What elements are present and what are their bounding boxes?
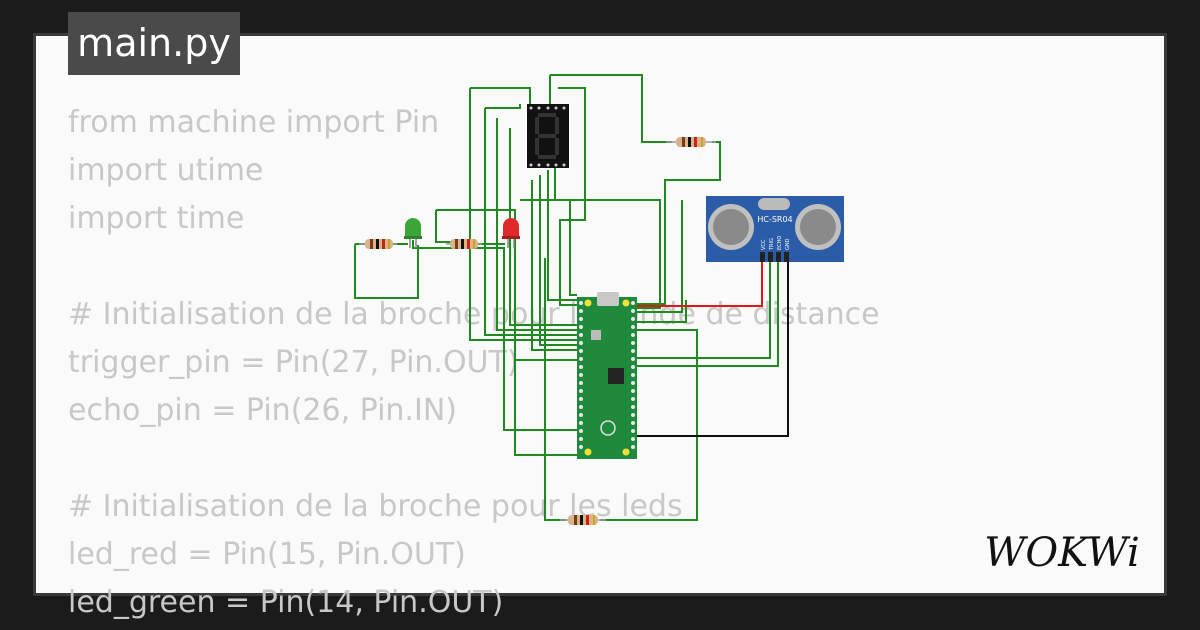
resistor[interactable] bbox=[560, 515, 606, 525]
sensor-pin-label: TRIG bbox=[769, 238, 775, 251]
sensor-pin-label: VCC bbox=[761, 239, 767, 250]
code-line: echo_pin = Pin(26, Pin.IN) bbox=[68, 393, 457, 428]
pico-pins bbox=[579, 301, 635, 449]
file-tab[interactable]: main.py bbox=[68, 12, 240, 75]
seven-segment-display[interactable] bbox=[527, 104, 569, 168]
code-editor: from machine import Pin import utime imp… bbox=[68, 99, 968, 620]
resistor[interactable] bbox=[446, 239, 482, 249]
green-led[interactable] bbox=[404, 218, 422, 248]
resistor[interactable] bbox=[359, 239, 397, 249]
ultrasonic-sensor[interactable]: HC-SR04 VCC TRIG ECHO GND bbox=[706, 196, 844, 262]
code-line: import time bbox=[68, 201, 245, 236]
code-line: # Initialisation de la broche pour les l… bbox=[68, 489, 683, 524]
red-led[interactable] bbox=[502, 218, 520, 248]
code-line: trigger_pin = Pin(27, Pin.OUT) bbox=[68, 345, 519, 380]
sensor-label: HC-SR04 bbox=[757, 215, 792, 224]
code-line: led_green = Pin(14, Pin.OUT) bbox=[68, 585, 504, 620]
code-line: led_red = Pin(15, Pin.OUT) bbox=[68, 537, 466, 572]
wokwi-logo: WOKWi bbox=[984, 530, 1140, 576]
power-wire bbox=[637, 262, 763, 307]
ground-wire bbox=[637, 262, 789, 437]
wires bbox=[354, 74, 779, 521]
raspberry-pi-pico[interactable] bbox=[577, 292, 637, 459]
code-line: # Initialisation de la broche pour la so… bbox=[68, 297, 880, 332]
sensor-pin-label: GND bbox=[785, 238, 791, 250]
sensor-pin-label: ECHO bbox=[777, 236, 783, 250]
code-line: import utime bbox=[68, 153, 264, 188]
file-tab-label: main.py bbox=[77, 21, 231, 65]
resistor[interactable] bbox=[666, 137, 716, 147]
code-line: from machine import Pin bbox=[68, 105, 440, 140]
wokwi-logo-text: WOKWi bbox=[984, 530, 1140, 576]
